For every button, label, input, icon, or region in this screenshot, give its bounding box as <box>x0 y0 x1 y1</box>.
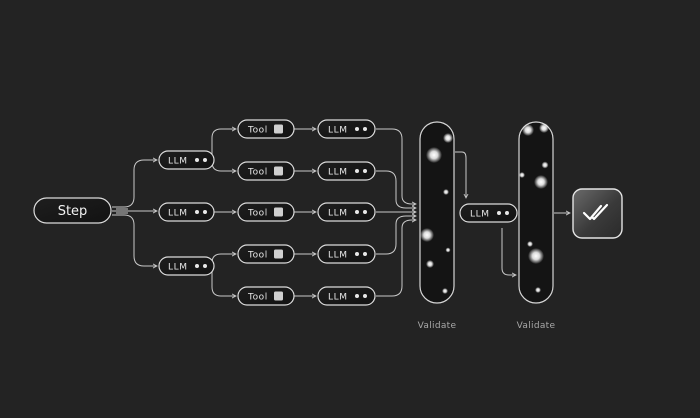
llm-node-label: LLM <box>168 209 188 219</box>
tool-icon <box>274 166 283 176</box>
particle-icon <box>534 175 548 189</box>
llm-node-3: LLM <box>158 256 215 276</box>
step-node: Step <box>33 197 112 224</box>
particle-icon <box>541 161 549 169</box>
tool-node-label: Tool <box>247 293 268 303</box>
tool-node-5: Tool <box>237 286 295 306</box>
dot-icon <box>203 158 207 162</box>
particle-icon <box>527 241 533 247</box>
dot-icon <box>195 264 199 268</box>
dot-icon <box>195 210 199 214</box>
tool-icon <box>274 249 283 259</box>
particle-icon <box>445 247 451 253</box>
dot-icon <box>497 211 501 215</box>
dot-icon <box>203 210 207 214</box>
particle-icon <box>443 189 449 195</box>
dot-icon <box>363 294 367 298</box>
particle-icon <box>420 228 434 242</box>
llm-node-label: LLM <box>328 293 348 303</box>
llm-node-label: LLM <box>328 168 348 178</box>
llm-node-2: LLM <box>158 202 215 222</box>
tool-node-label: Tool <box>247 126 268 136</box>
dot-icon <box>505 211 509 215</box>
validator-2: Validate <box>517 121 556 331</box>
connectors <box>112 129 570 296</box>
dot-icon <box>355 294 359 298</box>
dot-icon <box>355 169 359 173</box>
dot-icon <box>203 264 207 268</box>
validate-label: Validate <box>517 321 556 331</box>
step-node-label: Step <box>58 204 88 219</box>
double-check-icon <box>582 203 609 221</box>
dot-icon <box>355 210 359 214</box>
llm-node-label: LLM <box>168 157 188 167</box>
particle-icon <box>426 260 434 268</box>
tool-node-label: Tool <box>247 251 268 261</box>
llm-node-8: LLM <box>317 286 376 306</box>
dot-icon <box>363 210 367 214</box>
tool-icon <box>274 124 283 134</box>
validate-label: Validate <box>418 321 457 331</box>
llm-node-6: LLM <box>317 202 376 222</box>
particle-icon <box>442 288 448 294</box>
validator-1: Validate <box>418 121 457 331</box>
llm-node-9: LLM <box>459 203 518 223</box>
dot-icon <box>363 252 367 256</box>
tool-node-1: Tool <box>237 119 295 139</box>
llm-node-label: LLM <box>470 210 490 220</box>
particle-icon <box>528 248 544 264</box>
dot-icon <box>363 127 367 131</box>
tool-node-4: Tool <box>237 244 295 264</box>
tool-icon <box>274 291 283 301</box>
dot-icon <box>355 127 359 131</box>
llm-node-5: LLM <box>317 161 376 181</box>
tool-node-2: Tool <box>237 161 295 181</box>
dot-icon <box>355 252 359 256</box>
llm-node-label: LLM <box>328 126 348 136</box>
llm-node-label: LLM <box>328 251 348 261</box>
tool-node-label: Tool <box>247 168 268 178</box>
dot-icon <box>363 169 367 173</box>
particle-icon <box>443 133 453 143</box>
particle-icon <box>522 124 534 136</box>
final-output-node <box>572 188 623 239</box>
particle-icon <box>426 147 442 163</box>
particle-icon <box>539 123 549 133</box>
llm-node-label: LLM <box>168 263 188 273</box>
particle-icon <box>535 287 541 293</box>
tool-node-label: Tool <box>247 209 268 219</box>
tool-node-3: Tool <box>237 202 295 222</box>
dot-icon <box>195 158 199 162</box>
tool-icon <box>274 207 283 217</box>
llm-node-4: LLM <box>317 119 376 139</box>
llm-node-7: LLM <box>317 244 376 264</box>
llm-node-1: LLM <box>158 150 215 170</box>
particle-icon <box>519 172 525 178</box>
llm-node-label: LLM <box>328 209 348 219</box>
